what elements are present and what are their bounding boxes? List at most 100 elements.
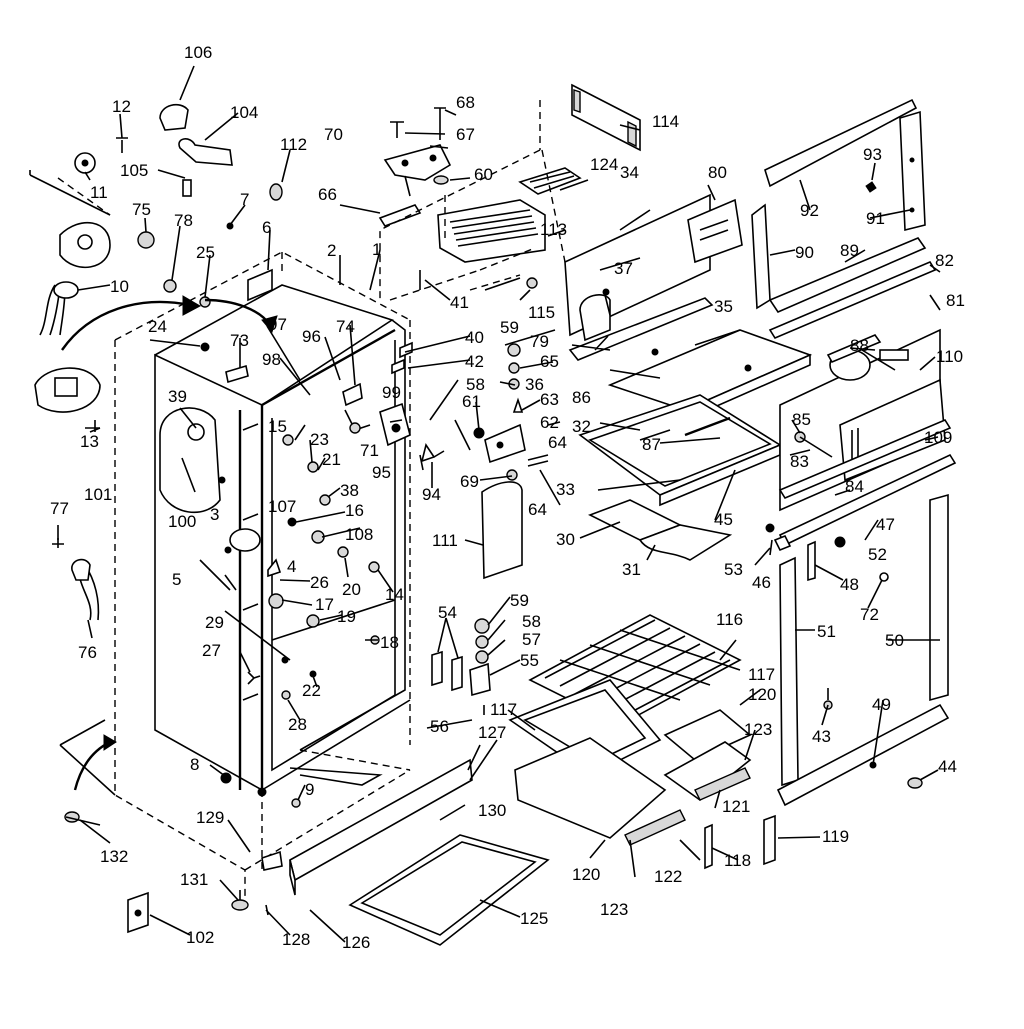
part-label-38: 38 [340,481,359,500]
part-label-59: 59 [510,591,529,610]
part-label-20: 20 [342,580,361,599]
part-label-62: 62 [540,413,559,432]
part-label-63: 63 [540,390,559,409]
part-label-88: 88 [850,336,869,355]
part-label-127: 127 [478,723,506,742]
hinge-hardware [431,618,491,715]
part-label-43: 43 [812,727,831,746]
part-label-18: 18 [380,633,399,652]
part-label-93: 93 [863,145,882,164]
part-label-108: 108 [345,525,373,544]
part-label-82: 82 [935,251,954,270]
part-label-86: 86 [572,388,591,407]
part-label-76: 76 [78,643,97,662]
part-label-35: 35 [714,297,733,316]
part-label-23: 23 [310,430,329,449]
right-trim-parts [751,98,957,552]
part-label-132: 132 [100,847,128,866]
part-label-87: 87 [642,435,661,454]
part-label-22: 22 [302,681,321,700]
part-label-28: 28 [288,715,307,734]
part-label-105: 105 [120,161,148,180]
part-label-94: 94 [422,485,441,504]
part-label-117: 117 [748,665,775,684]
part-label-49: 49 [872,695,891,714]
part-label-64-alt3: 64 [528,500,547,519]
part-label-6: 6 [262,218,271,237]
part-label-99: 99 [382,383,401,402]
part-label-69: 69 [460,472,479,491]
part-label-111: 111 [432,531,458,550]
part-label-13: 13 [80,432,99,451]
part-label-104: 104 [230,103,258,122]
top-cabinet-parts [199,268,371,434]
part-label-47: 47 [876,515,895,534]
part-label-9: 9 [305,780,314,799]
part-label-32: 32 [572,417,591,436]
part-label-59-alt4: 59 [500,318,519,337]
part-label-119: 119 [822,827,849,846]
part-label-50: 50 [885,631,904,650]
part-label-45: 45 [714,510,733,529]
arrows [59,295,278,796]
part-label-29: 29 [205,613,224,632]
part-label-91: 91 [866,209,885,228]
shelf-assembly [568,297,813,561]
part-label-83: 83 [790,452,809,471]
part-label-65: 65 [540,352,559,371]
part-label-95: 95 [372,463,391,482]
top-center-parts [378,100,582,301]
part-label-120: 120 [748,685,776,704]
part-label-92: 92 [800,201,819,220]
part-label-39: 39 [168,387,187,406]
part-label-74: 74 [336,317,355,336]
part-label-121: 121 [722,797,750,816]
liner-panel [526,149,743,342]
part-label-64: 64 [548,433,567,452]
part-label-107: 107 [268,497,296,516]
part-label-67: 67 [456,125,475,144]
part-label-1: 1 [372,240,381,259]
part-label-124: 124 [590,155,618,174]
part-label-102: 102 [186,928,214,947]
part-label-106: 106 [184,43,212,62]
part-label-79: 79 [530,332,549,351]
part-label-48: 48 [840,575,859,594]
part-label-44: 44 [938,757,957,776]
part-label-78: 78 [174,211,193,230]
leader-lines [57,65,941,943]
part-label-114: 114 [652,112,679,131]
part-label-8: 8 [190,755,199,774]
part-label-26: 26 [310,573,329,592]
part-label-77: 77 [50,499,69,518]
callout-labels: 1234567891011121314151617181920212223242… [50,43,965,952]
cabinet-outline [114,251,411,900]
part-label-10: 10 [110,277,129,296]
part-label-36: 36 [525,375,544,394]
part-label-115: 115 [528,303,555,322]
part-label-117-alt0: 117 [490,700,517,719]
part-label-116: 116 [716,610,743,629]
part-label-31: 31 [622,560,641,579]
part-label-71: 71 [360,441,379,460]
part-label-34: 34 [620,163,639,182]
part-label-128: 128 [282,930,310,949]
part-label-66: 66 [318,185,337,204]
part-label-3: 3 [210,505,219,524]
part-label-90: 90 [795,243,814,262]
part-label-11: 11 [90,183,108,202]
part-label-61: 61 [462,392,481,411]
part-label-75: 75 [132,200,151,219]
part-label-80: 80 [708,163,727,182]
part-label-84: 84 [845,477,864,496]
part-label-126: 126 [342,933,370,952]
part-label-130: 130 [478,801,506,820]
part-label-24: 24 [148,317,167,336]
part-label-15: 15 [268,417,287,436]
part-label-120-alt1: 120 [572,865,600,884]
cabinet-hardware [220,434,380,808]
part-label-54: 54 [438,603,457,622]
part-label-12: 12 [112,97,131,116]
